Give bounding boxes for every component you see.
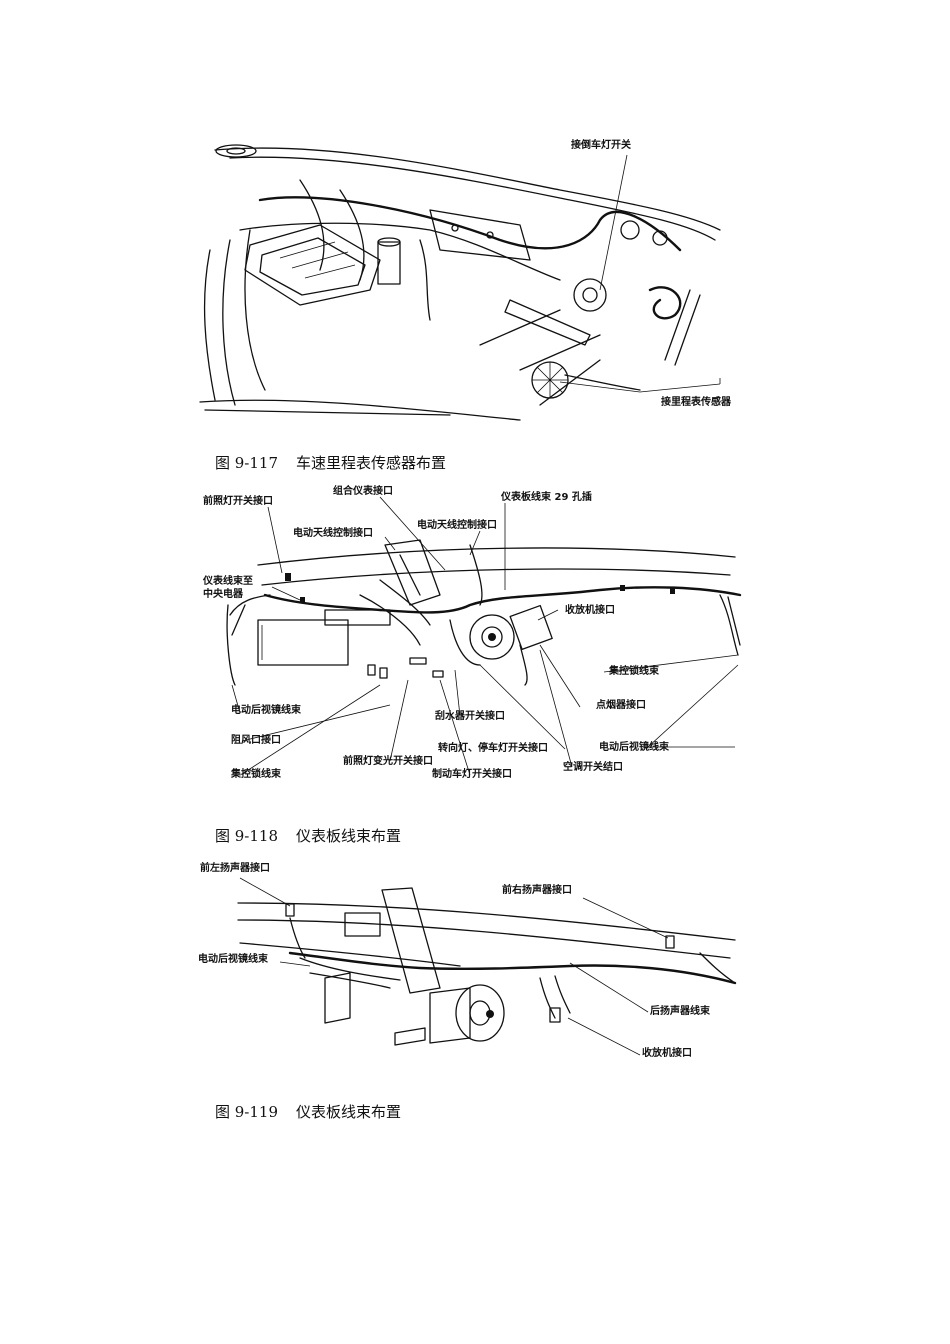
figure-9-118: 前照灯开关接口 组合仪表接口 仪表板线束 29 孔插 电动天线控制接口 电动天线…: [0, 485, 950, 845]
label-central-lock-harness-left: 集控锁线束: [231, 769, 281, 780]
caption-number: 图 9-117: [215, 454, 279, 472]
caption-number: 图 9-118: [215, 827, 279, 845]
label-dash-harness-29pin: 仪表板线束 29 孔插: [501, 492, 592, 503]
figure-9-119-drawing: [237, 877, 737, 1056]
label-power-mirror-harness-right: 电动后视镜线束: [599, 742, 669, 753]
label-turn-signal-switch: 转向灯、停车灯开关接口: [438, 743, 548, 754]
label-ac-switch: 空调开关结口: [563, 762, 623, 773]
figure-9-117: 接倒车灯开关 接里程表传感器 图 9-117 车速里程表传感器布置: [0, 130, 950, 472]
caption-text: 仪表板线束布置: [296, 827, 402, 845]
figure-caption-9-117: 图 9-117 车速里程表传感器布置: [215, 452, 446, 473]
label-brake-light-switch: 制动车灯开关接口: [432, 769, 512, 780]
label-harness-to-central-2: 中央电器: [203, 589, 243, 600]
label-central-lock-harness-right: 集控锁线束: [609, 666, 659, 677]
label-headlight-switch: 前照灯开关接口: [203, 496, 273, 507]
label-rear-speaker-harness: 后扬声器线束: [650, 1006, 710, 1017]
figure-9-119: 前左扬声器接口 前右扬声器接口 电动后视镜线束 后扬声器线束 收放机接口 图 9…: [0, 858, 950, 1123]
label-power-antenna-left: 电动天线控制接口: [293, 528, 373, 539]
label-front-left-speaker: 前左扬声器接口: [200, 863, 270, 874]
caption-text: 仪表板线束布置: [296, 1103, 402, 1121]
label-instrument-cluster: 组合仪表接口: [333, 486, 393, 497]
label-wiper-switch: 刮水器开关接口: [435, 711, 505, 722]
figure-9-117-drawing: [199, 144, 721, 421]
label-power-mirror-harness-left: 电动后视镜线束: [231, 705, 301, 716]
caption-text: 车速里程表传感器布置: [296, 454, 447, 472]
label-harness-to-central-1: 仪表线束至: [203, 576, 253, 587]
label-headlight-dimmer-switch: 前照灯变光开关接口: [343, 756, 433, 767]
figure-caption-9-118: 图 9-118 仪表板线束布置: [215, 825, 401, 846]
figure-caption-9-119: 图 9-119 仪表板线束布置: [215, 1101, 401, 1122]
label-power-mirror-harness: 电动后视镜线束: [198, 954, 268, 965]
figure-9-118-drawing: [226, 496, 742, 776]
caption-number: 图 9-119: [215, 1103, 279, 1121]
label-radio-connector: 收放机接口: [642, 1048, 692, 1059]
label-front-right-speaker: 前右扬声器接口: [502, 885, 572, 896]
label-cigarette-lighter: 点烟器接口: [596, 700, 646, 711]
label-reverse-light-switch: 接倒车灯开关: [571, 140, 631, 151]
label-power-antenna-right: 电动天线控制接口: [417, 520, 497, 531]
label-radio-connector: 收放机接口: [565, 605, 615, 616]
label-choke-connector: 阻风口接口: [231, 735, 281, 746]
label-odometer-sensor: 接里程表传感器: [661, 397, 731, 408]
